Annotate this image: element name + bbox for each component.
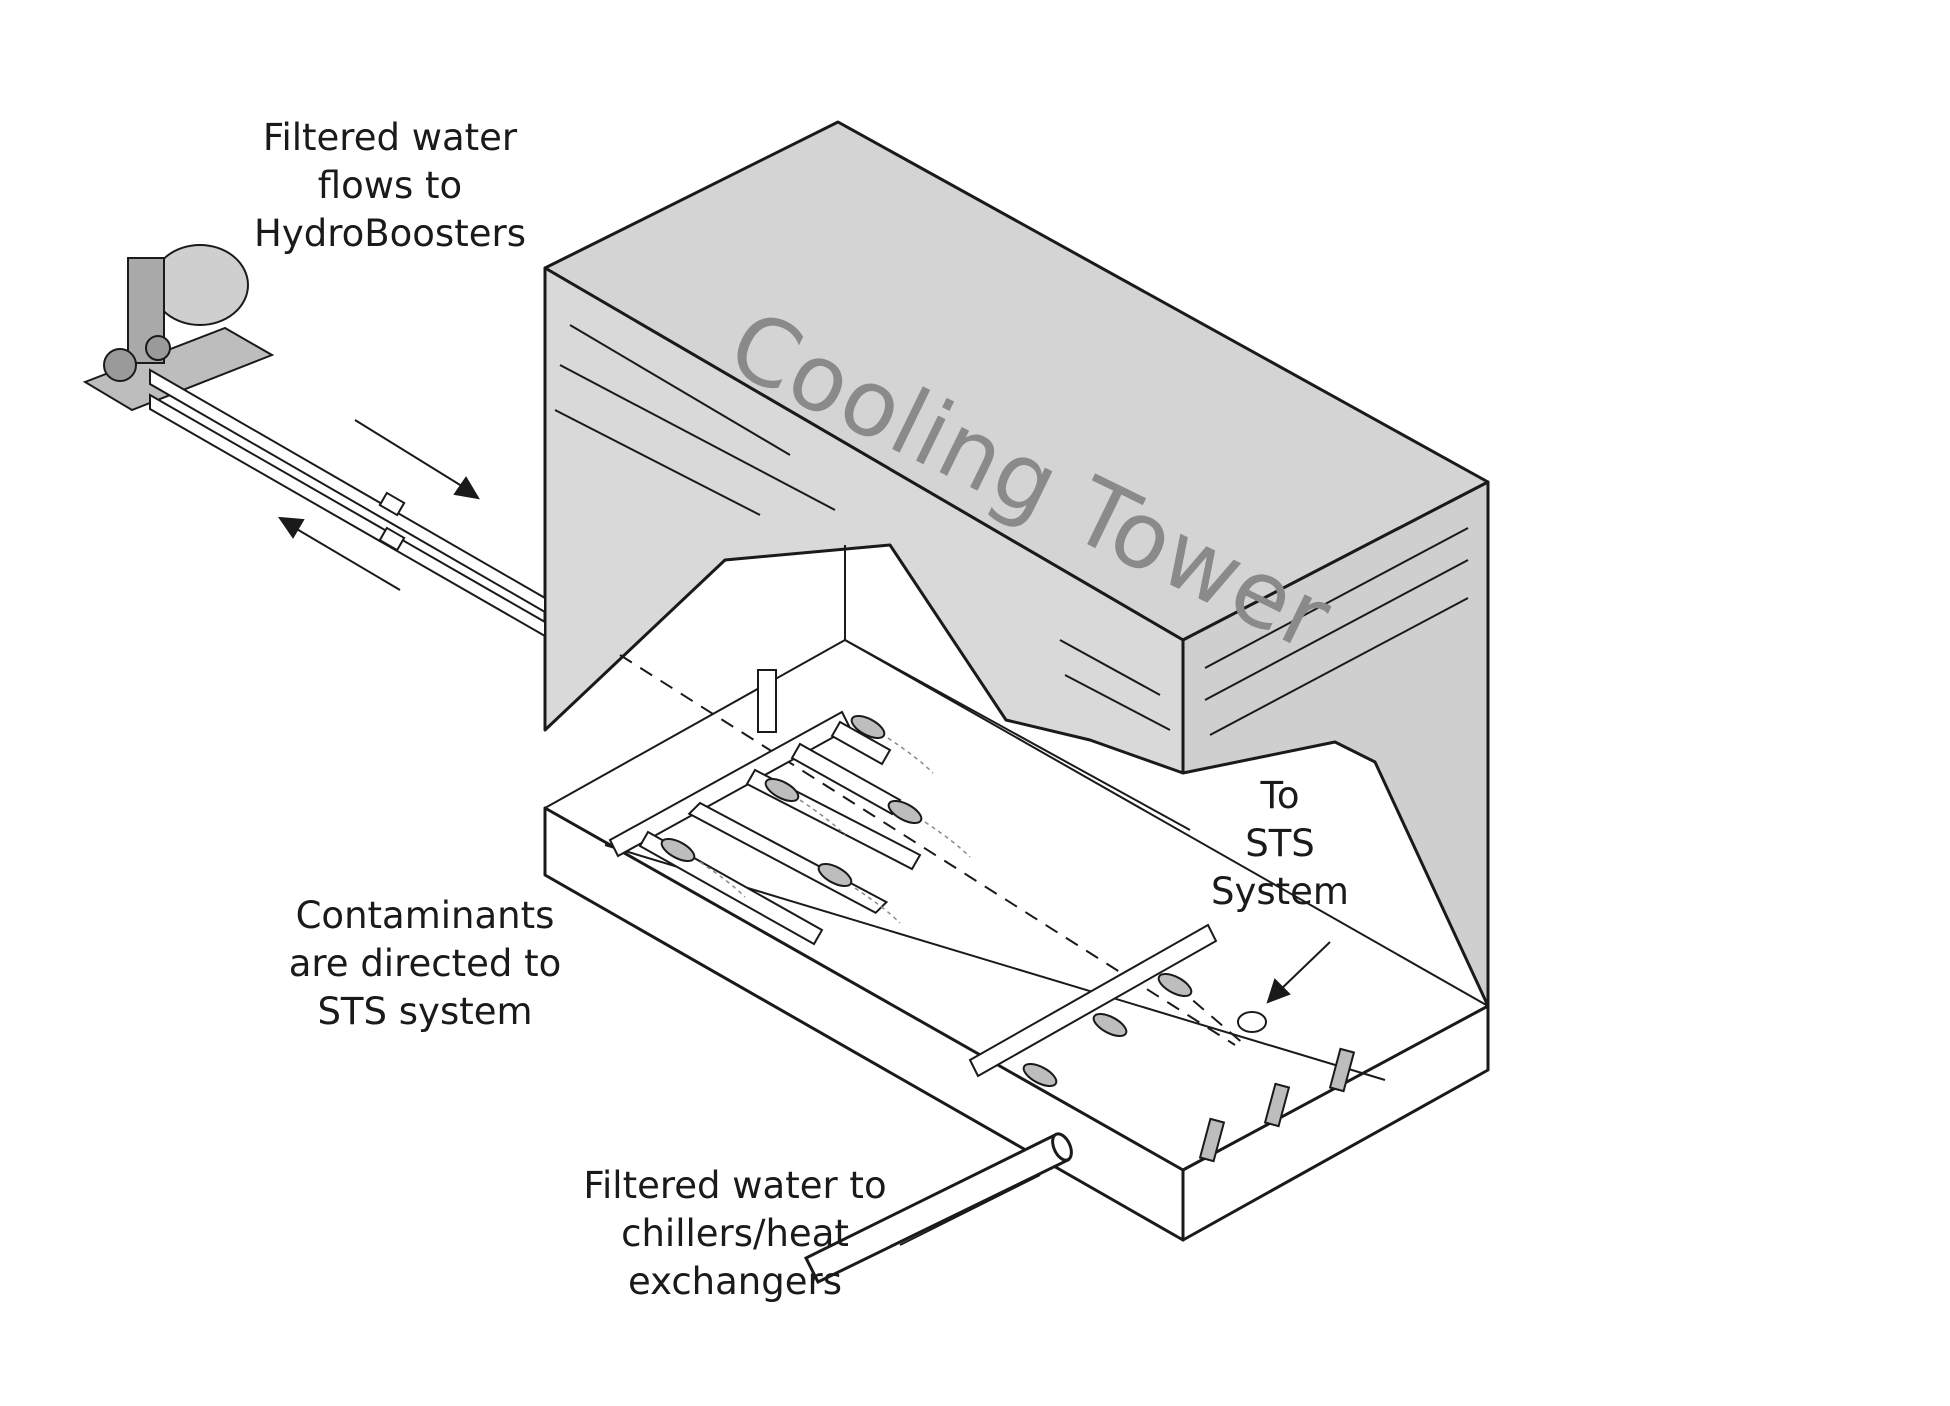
outlet-pipe-end <box>1051 1132 1073 1162</box>
flow-arrow-supply-head <box>453 476 480 500</box>
return-pipe <box>149 393 546 638</box>
basin-right-face <box>1181 1004 1490 1242</box>
label-line: To <box>1260 774 1300 817</box>
sts-pointer <box>1277 941 1331 993</box>
label-line: System <box>1211 870 1349 913</box>
nozzle <box>1092 1012 1128 1038</box>
label-line: exchangers <box>627 1260 842 1303</box>
louver-line <box>1064 674 1171 731</box>
nozzle <box>660 837 696 863</box>
label-line: are directed to <box>288 942 562 985</box>
label-line: Filtered water to <box>583 1164 887 1207</box>
label-to-sts: To STS System <box>1195 772 1365 916</box>
filter-skid <box>82 244 275 412</box>
skid-base <box>82 326 275 412</box>
filter-tank <box>151 244 249 326</box>
louver-line <box>1209 597 1469 736</box>
label-line: chillers/heat <box>621 1212 849 1255</box>
pump-motor <box>103 348 137 382</box>
nozzles <box>660 714 1356 1163</box>
branch-pipe <box>790 742 902 816</box>
label-contaminants: Contaminants are directed to STS system <box>270 892 580 1036</box>
louver-line <box>559 364 836 511</box>
header-piping <box>608 669 1218 1078</box>
label-line: STS system <box>317 990 533 1033</box>
spray-pattern <box>887 737 934 774</box>
spray-pattern <box>699 861 746 898</box>
rear-header-pipe <box>968 923 1218 1078</box>
nozzle <box>1022 1062 1058 1088</box>
flow-arrows <box>277 419 1331 1246</box>
label-line: Filtered water <box>262 116 518 159</box>
spray-pattern <box>854 887 901 924</box>
eductor <box>1263 1082 1291 1128</box>
branch-pipe <box>830 720 892 766</box>
label-line: STS <box>1245 822 1315 865</box>
tower-shell <box>543 120 1490 1008</box>
outlet-pipe <box>803 1132 1073 1284</box>
flow-arrow-return <box>294 527 401 591</box>
nozzle <box>764 777 800 803</box>
flow-arrow-supply <box>354 419 466 489</box>
eductor <box>1198 1117 1226 1163</box>
label-filtered-out: Filtered water to chillers/heat exchange… <box>570 1162 900 1306</box>
sts-pointer-head <box>1266 978 1291 1004</box>
nozzle <box>817 862 853 888</box>
nozzle <box>1157 972 1193 998</box>
label-filtered-water-flow: Filtered water flows to HydroBoosters <box>240 114 540 258</box>
valve <box>145 335 171 361</box>
label-line: Contaminants <box>295 894 555 937</box>
basin-back-edge <box>844 639 1191 831</box>
louver-line <box>1204 559 1469 701</box>
spray-pattern <box>799 799 846 836</box>
branch-pipe <box>687 801 889 915</box>
pipe-coupling <box>378 526 406 552</box>
label-line: flows to <box>317 164 463 207</box>
pipe-coupling <box>378 491 406 517</box>
sts-drain <box>1237 1011 1267 1033</box>
spray-patterns <box>699 737 971 924</box>
spray-pattern <box>924 821 971 858</box>
outlet-leader <box>899 1174 1041 1246</box>
flow-arrow-return-head <box>277 516 305 539</box>
eductor <box>1328 1047 1356 1093</box>
skid-pipes <box>149 368 546 638</box>
louver-line <box>1204 527 1469 669</box>
supply-pipe <box>149 368 546 614</box>
riser-pipe <box>757 669 777 733</box>
louver-line <box>1059 639 1161 696</box>
louver-line <box>554 409 761 516</box>
nozzle <box>887 799 923 825</box>
basin <box>543 545 1490 1242</box>
tower-right-wall <box>1181 480 1490 1008</box>
label-line: HydroBoosters <box>254 212 526 255</box>
louver-line <box>569 324 791 456</box>
dashed-flow-line <box>1174 984 1246 1046</box>
nozzle <box>850 714 886 740</box>
